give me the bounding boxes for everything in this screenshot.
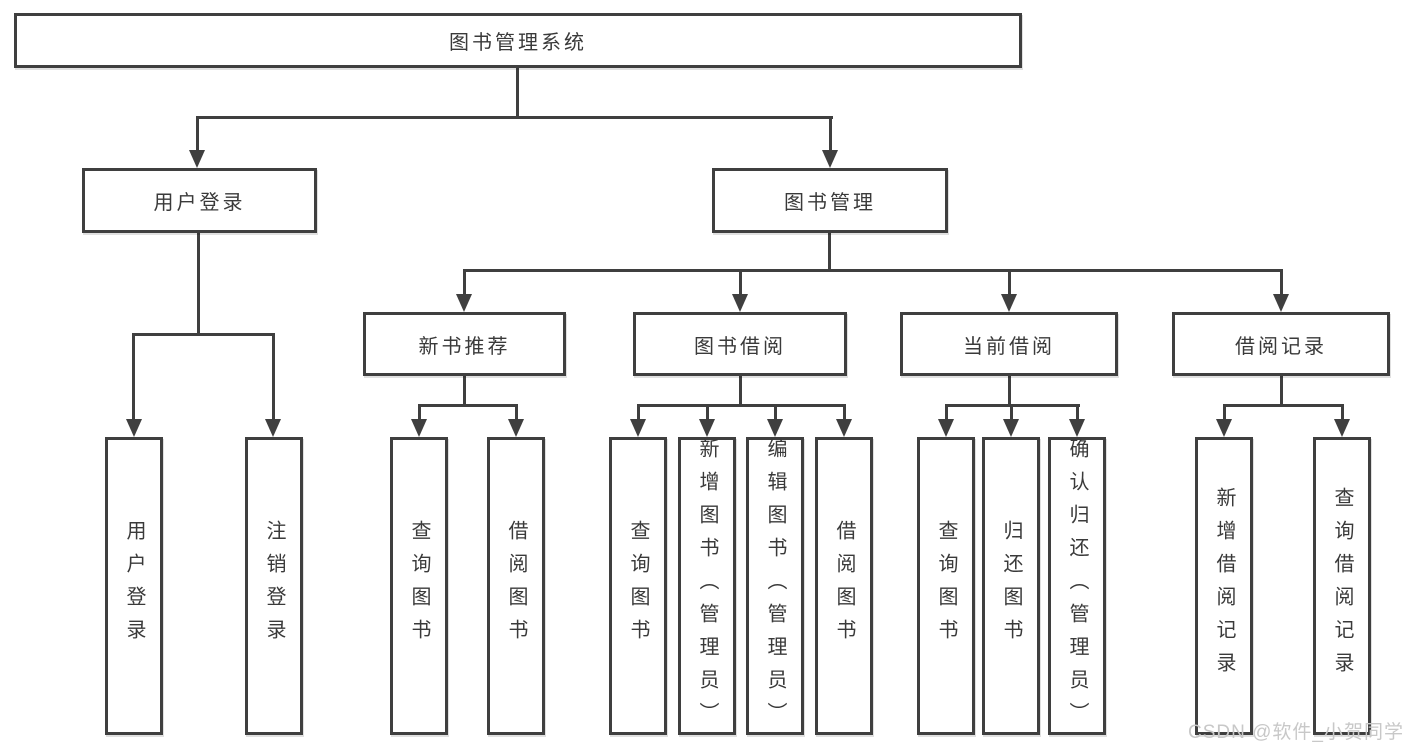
arrow-head [411,419,427,437]
connector-line [1010,404,1013,421]
node-book-management: 图书管理 [712,168,948,233]
arrow-head [699,419,715,437]
connector-line [516,66,519,119]
connector-line [637,404,640,421]
connector-line [739,269,742,296]
arrow-head [1069,419,1085,437]
leaf-label: 查询图书 [408,520,430,652]
connector-line [1223,404,1226,421]
leaf-label: 注销登录 [263,520,285,652]
connector-line [132,333,135,423]
leaf-return-books: 归还图书 [982,437,1040,735]
node-library-management-system: 图书管理系统 [14,13,1022,68]
connector-line [774,404,777,421]
connector-line [197,116,833,119]
connector-line [1224,404,1344,407]
node-current-borrow: 当前借阅 [900,312,1118,376]
connector-line [515,404,518,421]
connector-line [418,404,421,421]
leaf-label: 查询图书 [935,520,957,652]
connector-line [828,231,831,272]
leaf-borrow-books: 借阅图书 [815,437,873,735]
connector-line [1280,374,1283,407]
leaf-user-login: 用户登录 [105,437,163,735]
connector-line [463,269,466,296]
arrow-head [630,419,646,437]
leaf-logout-login: 注销登录 [245,437,303,735]
leaf-label: 查询借阅记录 [1331,487,1353,685]
arrow-head [938,419,954,437]
arrow-head [126,419,142,437]
connector-line [1076,404,1079,421]
connector-line [946,404,1080,407]
leaf-query-books-recommend: 查询图书 [390,437,448,735]
leaf-label: 新增图书（管理员） [696,437,718,735]
node-new-book-recommend: 新书推荐 [363,312,566,376]
connector-line [739,374,742,407]
connector-line [197,231,200,336]
node-book-borrow: 图书借阅 [633,312,847,376]
leaf-confirm-return-admin: 确认归还（管理员） [1048,437,1106,735]
connector-line [1280,269,1283,296]
connector-line [829,116,832,154]
leaf-add-borrow-record: 新增借阅记录 [1195,437,1253,735]
leaf-query-borrow-record: 查询借阅记录 [1313,437,1371,735]
connector-line [464,269,1283,272]
leaf-edit-books-admin: 编辑图书（管理员） [746,437,804,735]
connector-line [945,404,948,421]
connector-line [706,404,709,421]
connector-line [843,404,846,421]
leaf-label: 查询图书 [627,520,649,652]
leaf-label: 借阅图书 [505,520,527,652]
arrow-head [1003,419,1019,437]
arrow-head [822,150,838,168]
connector-line [419,404,518,407]
leaf-borrow-books-recommend: 借阅图书 [487,437,545,735]
leaf-label: 确认归还（管理员） [1066,437,1088,735]
arrow-head [189,150,205,168]
node-borrow-records: 借阅记录 [1172,312,1390,376]
arrow-head [508,419,524,437]
leaf-add-books-admin: 新增图书（管理员） [678,437,736,735]
arrow-head [767,419,783,437]
connector-line [463,374,466,407]
leaf-label: 新增借阅记录 [1213,487,1235,685]
leaf-label: 借阅图书 [833,520,855,652]
arrow-head [1001,294,1017,312]
arrow-head [836,419,852,437]
node-user-login: 用户登录 [82,168,317,233]
arrow-head [732,294,748,312]
connector-line [196,116,199,154]
arrow-head [1273,294,1289,312]
connector-line [1008,269,1011,296]
csdn-watermark: CSDN @软件_小贺同学 [1188,722,1404,743]
connector-line [1341,404,1344,421]
leaf-label: 用户登录 [123,520,145,652]
connector-line [272,333,275,423]
arrow-head [1334,419,1350,437]
arrow-head [1216,419,1232,437]
connector-line [1008,374,1011,407]
arrow-head [265,419,281,437]
connector-line [637,404,846,407]
connector-line [133,333,275,336]
leaf-query-books-borrow: 查询图书 [609,437,667,735]
arrow-head [456,294,472,312]
leaf-label: 归还图书 [1000,520,1022,652]
leaf-label: 编辑图书（管理员） [764,437,786,735]
leaf-query-books-current: 查询图书 [917,437,975,735]
